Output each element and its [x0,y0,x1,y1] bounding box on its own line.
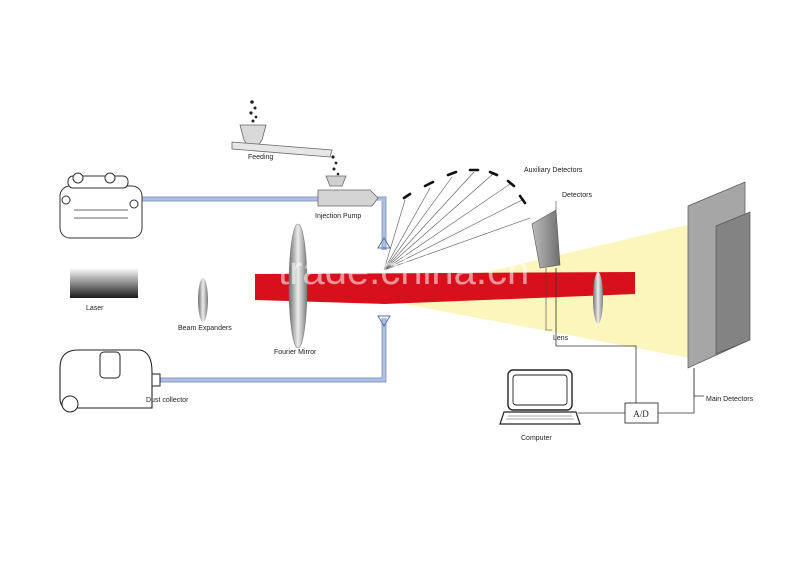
label-detectors: Detectors [562,192,592,199]
watermark: trade.china.cn [278,249,529,293]
ad-converter [624,402,659,424]
label-laser: Laser [86,305,104,312]
label-auxiliary-detectors: Auxiliary Detectors [524,167,583,174]
laser-device-icon [59,172,143,298]
label-dust-collector: Dust collector [146,397,189,404]
auxiliary-detectors [383,168,531,271]
focusing-lens [593,272,603,324]
injection-pump [317,175,379,207]
vacuum-icon [59,349,161,413]
feeding-hopper [231,100,340,176]
beam-expander-lens [198,278,208,322]
label-ad-converter: A/D [633,409,649,419]
label-main-detectors: Main Detectors [706,396,754,403]
main-detectors-panel [687,181,751,369]
powder-particles [249,100,340,176]
label-beam-expanders: Beam Expanders [178,325,232,332]
laser-beam [255,272,635,304]
label-feeding: Feeding [248,154,273,161]
label-computer: Computer [521,435,552,442]
fourier-mirror-lens [288,223,308,349]
detectors-block [531,201,561,269]
label-injection-pump: Injection Pump [315,213,361,220]
signal-lines [555,268,695,414]
sample-cell [377,237,391,327]
label-fourier-mirror: Fourier Mirror [274,349,317,356]
laptop-icon [499,369,581,425]
label-lens: Lens [553,335,569,342]
